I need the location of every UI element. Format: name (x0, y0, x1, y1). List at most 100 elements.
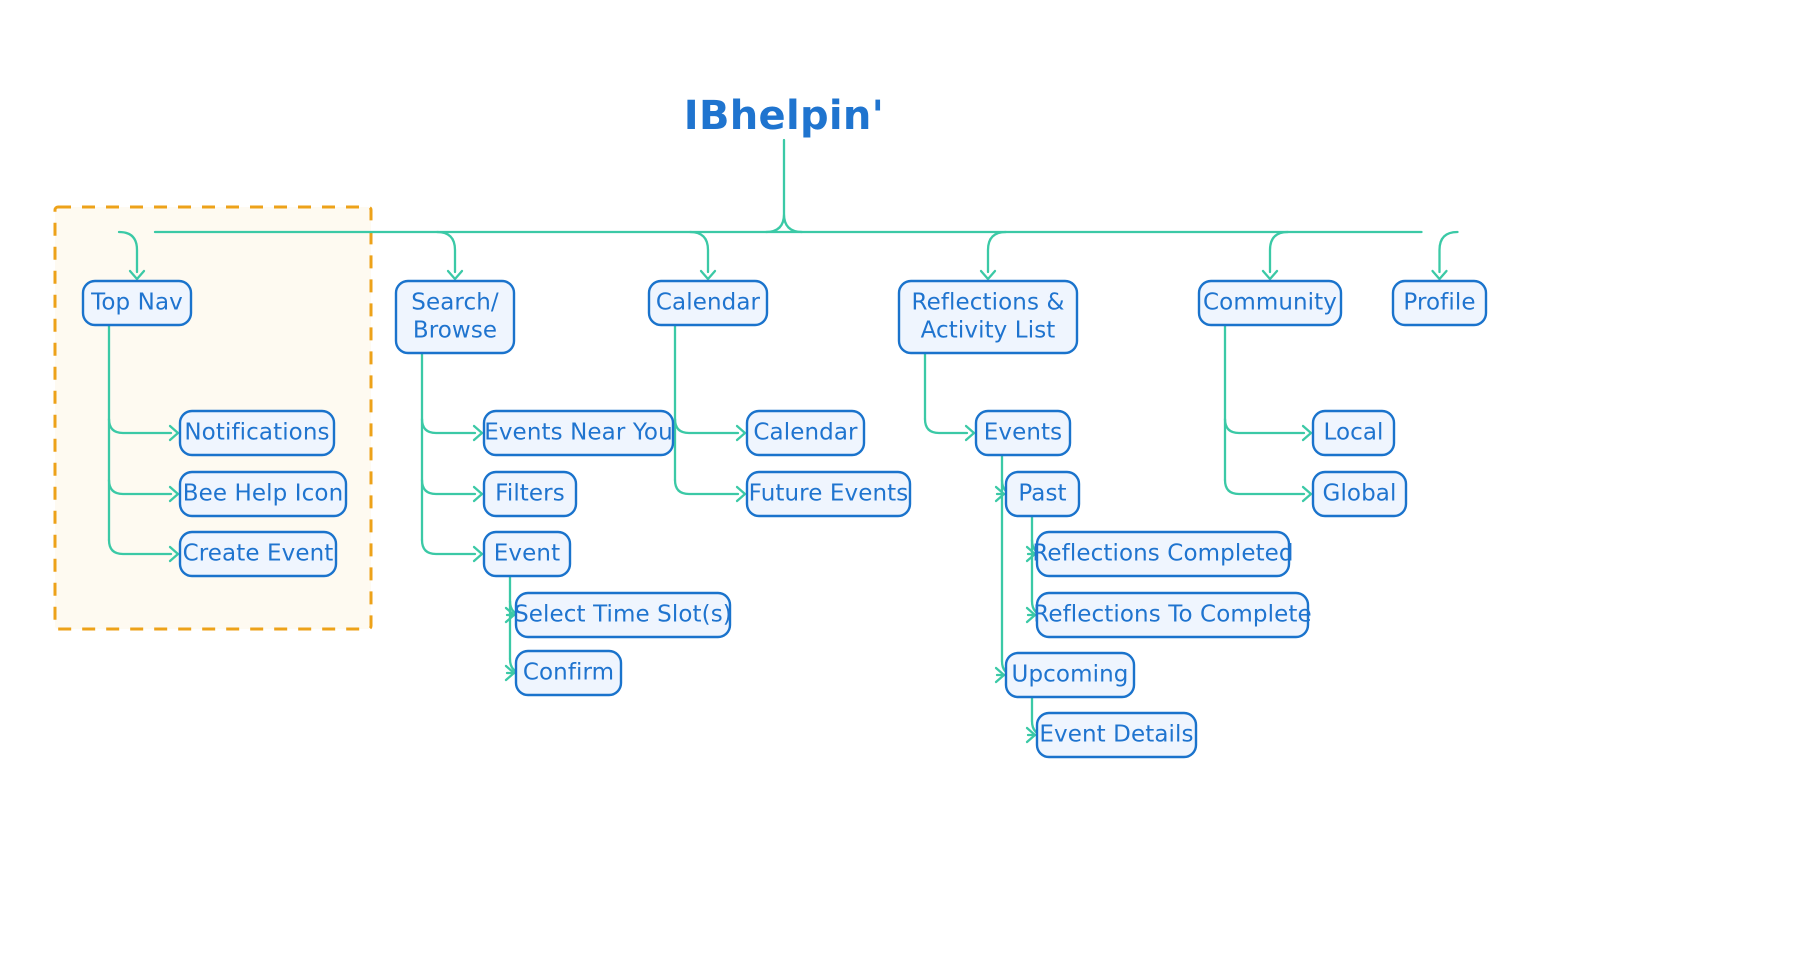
node-box-top-nav[interactable] (81, 279, 193, 327)
connector-arrowhead (472, 424, 484, 442)
node-box-confirm[interactable] (514, 649, 623, 697)
node-label-reflections-to-complete: Reflections To Complete (1033, 602, 1311, 628)
node-community[interactable]: Community (1197, 279, 1343, 327)
node-label-filters: Filters (495, 481, 565, 507)
node-box-search-browse[interactable] (394, 279, 516, 355)
node-label-event: Event (494, 541, 560, 567)
branch-drop-community (1268, 230, 1290, 274)
root-stem (764, 138, 804, 234)
node-profile[interactable]: Profile (1391, 279, 1488, 327)
branch-drop-profile (1438, 230, 1459, 274)
node-box-notifications[interactable] (178, 409, 336, 457)
child-elbow-create-event (107, 538, 173, 556)
node-reflections-to-complete[interactable]: Reflections To Complete (1033, 591, 1312, 639)
node-box-calendar[interactable] (647, 279, 769, 327)
node-box-reflections-to-complete[interactable] (1035, 591, 1310, 639)
node-create-event[interactable]: Create Event (178, 530, 338, 578)
node-box-global[interactable] (1311, 470, 1408, 518)
node-global[interactable]: Global (1311, 470, 1408, 518)
connector-arrowhead (168, 545, 180, 563)
node-select-time-slots[interactable]: Select Time Slot(s) (514, 591, 732, 639)
node-confirm[interactable]: Confirm (514, 649, 623, 697)
node-box-event[interactable] (482, 530, 572, 578)
child-elbow-events (923, 417, 969, 435)
connector-arrowhead (994, 485, 1006, 503)
node-box-reflections-completed[interactable] (1035, 530, 1291, 578)
connector-arrowhead (472, 485, 484, 503)
node-bee-help-icon[interactable]: Bee Help Icon (178, 470, 348, 518)
connector-arrowhead (1261, 269, 1279, 281)
node-box-events-near-you[interactable] (482, 409, 675, 457)
node-upcoming[interactable]: Upcoming (1004, 651, 1136, 699)
connector-arrowhead (128, 269, 146, 281)
connector-arrowhead (446, 269, 464, 281)
node-past[interactable]: Past (1004, 470, 1081, 518)
child-elbow-events-near-you (420, 417, 477, 435)
node-future-events[interactable]: Future Events (745, 470, 912, 518)
connector-arrowhead (735, 424, 747, 442)
node-label-reflections-completed: Reflections Completed (1032, 541, 1293, 567)
node-top-nav[interactable]: Top Nav (81, 279, 193, 327)
child-elbow-calendar-view (673, 417, 740, 435)
connector-arrowhead (1431, 269, 1448, 281)
node-search-browse[interactable]: Search/Browse (394, 279, 516, 355)
node-label-events: Events (984, 420, 1062, 446)
node-box-community[interactable] (1197, 279, 1343, 327)
node-events-near-you[interactable]: Events Near You (482, 409, 675, 457)
node-filters[interactable]: Filters (482, 470, 578, 518)
node-box-bee-help-icon[interactable] (178, 470, 348, 518)
branch-drop-reflections-activity-list (986, 230, 1008, 274)
node-label-search-browse: Search/ (411, 290, 499, 316)
node-label-select-time-slots: Select Time Slot(s) (514, 602, 732, 628)
connector-arrowhead (964, 424, 976, 442)
connector-arrowhead (1025, 545, 1037, 563)
node-label-search-browse: Browse (413, 318, 497, 344)
node-reflections-completed[interactable]: Reflections Completed (1032, 530, 1294, 578)
node-box-calendar-view[interactable] (745, 409, 866, 457)
child-elbow-bee-help-icon (107, 478, 173, 496)
node-box-reflections-activity-list[interactable] (897, 279, 1079, 355)
node-box-upcoming[interactable] (1004, 651, 1136, 699)
child-elbow-filters (420, 478, 477, 496)
node-box-events[interactable] (974, 409, 1072, 457)
node-event[interactable]: Event (482, 530, 572, 578)
node-calendar-view[interactable]: Calendar (745, 409, 866, 457)
node-event-details[interactable]: Event Details (1035, 711, 1198, 759)
child-elbow-local (1223, 417, 1306, 435)
connector-arrowhead (504, 664, 516, 682)
branch-drop-calendar (688, 230, 710, 274)
connector-arrowhead (1301, 485, 1313, 503)
connector-arrowhead (504, 606, 516, 624)
node-calendar[interactable]: Calendar (647, 279, 769, 327)
node-label-notifications: Notifications (184, 420, 329, 446)
node-label-reflections-activity-list: Reflections & (912, 290, 1065, 316)
child-elbow-notifications (107, 417, 173, 435)
node-label-create-event: Create Event (183, 541, 334, 567)
child-elbow-event (420, 538, 477, 556)
node-label-future-events: Future Events (749, 481, 909, 507)
node-label-calendar: Calendar (656, 290, 761, 316)
node-notifications[interactable]: Notifications (178, 409, 336, 457)
node-label-bee-help-icon: Bee Help Icon (183, 481, 344, 507)
node-label-confirm: Confirm (523, 660, 614, 686)
connector-arrowhead (994, 666, 1006, 684)
node-box-filters[interactable] (482, 470, 578, 518)
connector-layer (107, 138, 1459, 744)
connector-arrowhead (1025, 726, 1037, 744)
node-box-past[interactable] (1004, 470, 1081, 518)
node-box-create-event[interactable] (178, 530, 338, 578)
connector-arrowhead (1025, 606, 1037, 624)
connector-arrowhead (472, 545, 484, 563)
node-box-local[interactable] (1311, 409, 1396, 457)
branch-drop-top-nav (117, 230, 139, 274)
node-box-select-time-slots[interactable] (514, 591, 732, 639)
node-box-future-events[interactable] (745, 470, 912, 518)
node-box-profile[interactable] (1391, 279, 1488, 327)
node-local[interactable]: Local (1311, 409, 1396, 457)
node-reflections-activity-list[interactable]: Reflections &Activity List (897, 279, 1079, 355)
node-label-top-nav: Top Nav (90, 290, 183, 316)
node-events[interactable]: Events (974, 409, 1072, 457)
node-box-event-details[interactable] (1035, 711, 1198, 759)
